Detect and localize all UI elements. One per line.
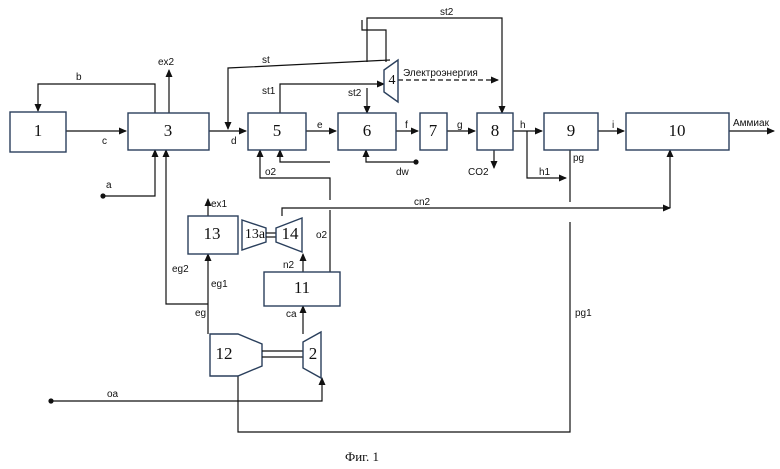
stream-a xyxy=(104,150,155,196)
steam-riser xyxy=(362,20,386,62)
label-n2: n2 xyxy=(283,260,295,271)
unit-13a-label: 13a xyxy=(245,227,266,242)
unit-9: 9 xyxy=(544,113,598,150)
stream-cn2 xyxy=(282,208,670,216)
unit-3-label: 3 xyxy=(164,121,173,140)
stream-b xyxy=(38,84,155,113)
label-o2-b: o2 xyxy=(316,230,328,241)
unit-12-label: 12 xyxy=(216,344,233,363)
source-dot-dw xyxy=(413,159,418,164)
unit-10: 10 xyxy=(626,113,729,150)
unit-9-label: 9 xyxy=(567,121,576,140)
stream-o2-a2 xyxy=(280,150,330,162)
unit-11-label: 11 xyxy=(294,278,310,297)
label-b: b xyxy=(76,72,82,83)
label-eg2: eg2 xyxy=(172,264,189,275)
label-i: i xyxy=(612,120,614,131)
label-ca: ca xyxy=(286,309,297,320)
unit-3: 3 xyxy=(128,113,209,150)
unit-13-label: 13 xyxy=(204,224,221,243)
label-o2-a: o2 xyxy=(265,167,277,178)
label-e: e xyxy=(317,120,323,131)
unit-11: 11 xyxy=(264,272,340,306)
source-dot-oa xyxy=(48,398,53,403)
label-eg: eg xyxy=(195,308,206,319)
connections xyxy=(38,18,774,432)
label-st2-mid: st2 xyxy=(348,88,362,99)
unit-13a: 13a xyxy=(242,220,266,250)
unit-14: 14 xyxy=(276,218,302,252)
unit-2: 2 xyxy=(303,332,321,378)
unit-10-label: 10 xyxy=(669,121,686,140)
label-eg1: eg1 xyxy=(211,279,228,290)
label-electricity: Электроэнергия xyxy=(403,68,478,79)
unit-4-label: 4 xyxy=(389,73,396,88)
label-h1: h1 xyxy=(539,167,551,178)
label-g: g xyxy=(457,120,463,131)
label-co2: CO2 xyxy=(468,167,489,178)
label-pg1: pg1 xyxy=(575,308,592,319)
label-f: f xyxy=(405,120,408,131)
label-pg: pg xyxy=(573,153,584,164)
unit-13: 13 xyxy=(188,216,238,254)
unit-4-turbine: 4 xyxy=(384,60,398,102)
unit-6-label: 6 xyxy=(363,121,372,140)
label-st: st xyxy=(262,55,270,66)
label-dw: dw xyxy=(396,167,410,178)
label-a: a xyxy=(106,180,112,191)
label-st2-top: st2 xyxy=(440,7,454,18)
label-ex1: ex1 xyxy=(211,199,228,210)
label-ammonia: Аммиак xyxy=(733,118,770,129)
figure-caption: Фиг. 1 xyxy=(345,449,379,464)
label-oa: oa xyxy=(107,389,119,400)
unit-1: 1 xyxy=(10,112,66,152)
label-st1: st1 xyxy=(262,86,276,97)
unit-5-label: 5 xyxy=(273,121,282,140)
stream-dw xyxy=(366,150,414,162)
unit-7-label: 7 xyxy=(429,121,438,140)
label-c: c xyxy=(102,136,107,147)
label-h: h xyxy=(520,120,526,131)
unit-12: 12 xyxy=(210,334,262,376)
stream-st2-top xyxy=(367,18,502,113)
stream-oa xyxy=(52,378,322,401)
label-d: d xyxy=(231,136,237,147)
label-cn2: cn2 xyxy=(414,197,431,208)
unit-6: 6 xyxy=(338,113,396,150)
source-dot-a xyxy=(100,193,105,198)
unit-14-label: 14 xyxy=(282,224,300,243)
unit-2-label: 2 xyxy=(309,344,318,363)
label-ex2: ex2 xyxy=(158,57,175,68)
unit-7: 7 xyxy=(420,113,447,150)
unit-8-label: 8 xyxy=(491,121,500,140)
unit-5: 5 xyxy=(248,113,306,150)
stream-labels: b ex2 st st2 st1 st2 Электроэнергия c d … xyxy=(76,7,770,400)
unit-1-label: 1 xyxy=(34,121,43,140)
unit-8: 8 xyxy=(477,113,513,150)
stream-st1 xyxy=(280,84,384,113)
